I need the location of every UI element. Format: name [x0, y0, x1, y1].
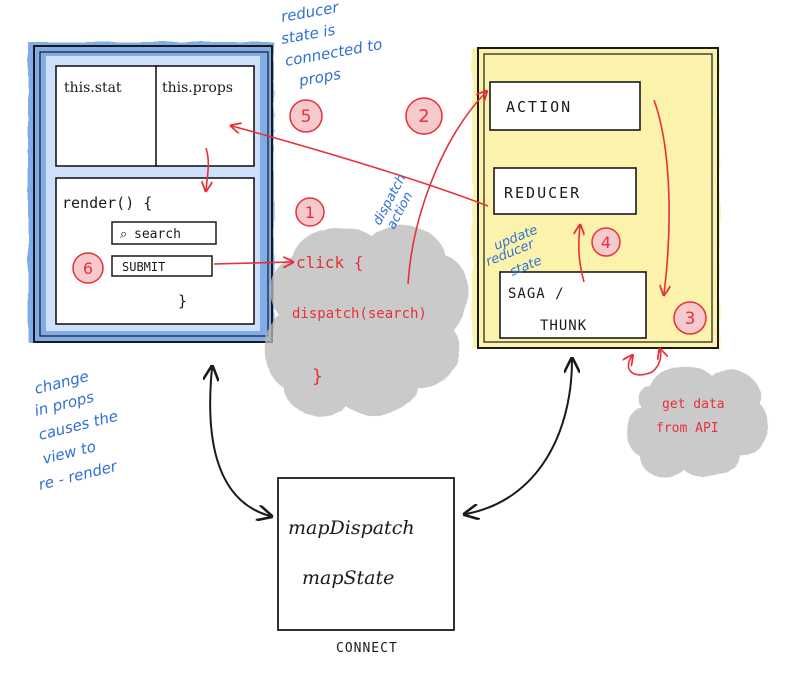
component-connect-arrow: [210, 368, 270, 516]
render-close: }: [178, 292, 187, 310]
redux-panel: ACTION REDUCER SAGA / THUNK: [472, 47, 720, 349]
redux-inner-border: [483, 53, 713, 343]
submit-click-arrow: [213, 262, 292, 264]
thunk-label: THUNK: [540, 318, 587, 334]
note-dispatch-action: dispatch action: [370, 172, 416, 232]
submit-button-label: SUBMIT: [122, 260, 165, 274]
step-1-label: 1: [305, 203, 315, 222]
step-5-circle: [289, 99, 323, 133]
saga-reducer-arrow: [579, 226, 584, 283]
component-panel: this.stat this.props render() { ⌕ search…: [28, 42, 274, 343]
cloud-shape: [265, 224, 469, 417]
component-inner-border: [39, 51, 269, 337]
click-close: }: [312, 366, 323, 387]
search-button[interactable]: [111, 221, 217, 245]
connect-label: CONNECT: [336, 641, 398, 656]
saga-label: SAGA /: [508, 286, 565, 302]
props-box: [155, 65, 255, 167]
step-4-circle: [591, 227, 621, 257]
step-2-circle: [405, 97, 443, 135]
connect-border: [277, 477, 455, 631]
component-border: [33, 45, 273, 343]
state-label: this.stat: [64, 80, 122, 96]
connect-box: mapDispatch mapState CONNECT: [277, 477, 455, 656]
saga-api-arrow: [628, 350, 660, 376]
step-3-label: 3: [685, 309, 696, 329]
submit-button[interactable]: [111, 255, 213, 277]
props-label: this.props: [162, 80, 233, 96]
api-line1: get data: [662, 397, 725, 412]
step-5-label: 5: [301, 107, 312, 127]
map-dispatch: mapDispatch: [288, 517, 415, 539]
render-box: [55, 177, 255, 325]
step-3-circle: [673, 301, 707, 335]
step-circles: 5 2 1 4 3 6: [72, 97, 707, 335]
dispatch-call: dispatch(search): [292, 306, 427, 322]
step-1-circle: [295, 197, 325, 227]
action-box: [489, 81, 641, 131]
note-change-props: change in props causes the view to re - …: [33, 367, 120, 494]
click-open: click {: [296, 253, 363, 272]
action-saga-arrow: [653, 99, 669, 294]
reducer-label: REDUCER: [504, 184, 581, 202]
reducer-box: [493, 167, 637, 215]
api-cloud: get data from API: [626, 365, 769, 478]
action-label: ACTION: [506, 98, 572, 116]
api-line2: from API: [656, 421, 719, 436]
note-reducer-props-4: props: [297, 65, 343, 90]
api-cloud-shape: [626, 365, 769, 478]
dispatch-action-arrow: [407, 92, 486, 285]
render-open: render() {: [62, 194, 152, 212]
note-reducer-props: reducer state is connected to props: [280, 0, 384, 90]
step-6-label: 6: [83, 259, 93, 278]
step-2-label: 2: [418, 106, 429, 127]
map-state: mapState: [302, 567, 394, 589]
redux-border: [477, 47, 719, 349]
redux-connect-arrow: [466, 360, 572, 514]
saga-thunk-box: [499, 271, 647, 339]
props-render-arrow: [206, 147, 208, 190]
click-handler-cloud: click { dispatch(search) }: [265, 224, 469, 417]
step-4-label: 4: [601, 233, 611, 252]
step-6-circle: [72, 252, 104, 284]
state-box: [55, 65, 159, 167]
props-flow-arrow: [232, 126, 489, 207]
search-icon: ⌕: [120, 227, 127, 242]
search-button-label: search: [134, 227, 181, 242]
